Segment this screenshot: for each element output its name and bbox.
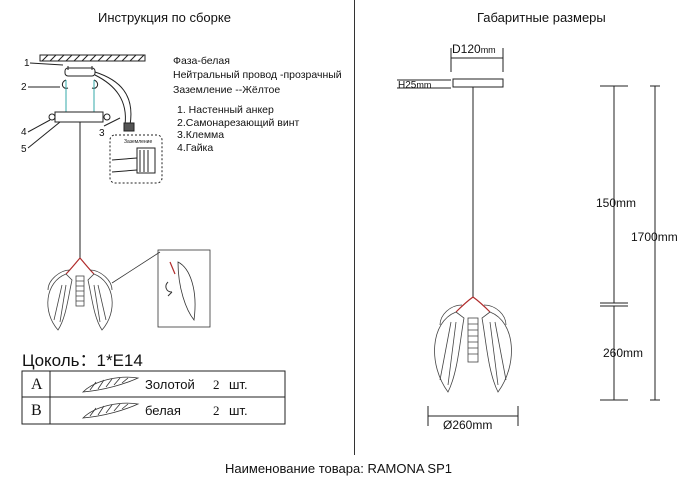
lamp-diameter-label: Ø260mm [443,418,493,432]
wire-legend-ground: Заземление --Жёлтое [173,84,281,96]
parts-table-lines [21,370,286,425]
callout-2: 2 [21,82,27,93]
callout-4: 4 [21,127,27,138]
row-a-name: Золотой [145,377,195,392]
product-name: Наименование товара: RAMONA SP1 [225,461,452,476]
wire-legend-neutral: Нейтральный провод -прозрачный [173,69,342,81]
total-height-label: 1700mm [631,230,678,244]
parts-list-item-4: 4.Гайка [177,142,214,154]
canopy-height-label: H25mm [398,80,432,91]
leaf-white-icon [81,402,140,419]
row-a-qty: 2 [213,377,220,392]
callout-3: 3 [99,128,105,139]
parts-list-item-1: 1. Настенный анкер [177,104,274,116]
canopy-diameter-label: D120mm [452,42,496,56]
base-label: Цоколь：1*E14 [22,351,143,370]
lamp-height-label: 260mm [603,346,644,360]
detail-box [111,249,211,328]
row-a-letter: A [31,376,43,393]
dimensions-title: Габаритные размеры [477,10,606,25]
wire-legend-phase: Фаза-белая [173,55,230,67]
callout-1: 1 [24,58,30,69]
row-b-qty: 2 [213,403,220,418]
row-b-letter: B [31,402,42,419]
leaf-gold-icon [81,376,140,393]
assembly-title: Инструкция по сборке [98,10,231,25]
parts-list-item-3: 3.Клемма [177,129,225,141]
parts-list-item-2: 2.Самонарезающий винт [177,117,300,129]
row-b-name: белая [145,403,181,418]
assembly-lamp [47,257,113,331]
callout-5: 5 [21,144,27,155]
dimension-lamp [434,296,512,393]
row-a-unit: шт. [229,377,248,392]
shade-height-label: 150mm [596,196,637,210]
section-divider [354,0,355,455]
terminal-label: Заземление [124,139,153,145]
row-b-unit: шт. [229,403,248,418]
